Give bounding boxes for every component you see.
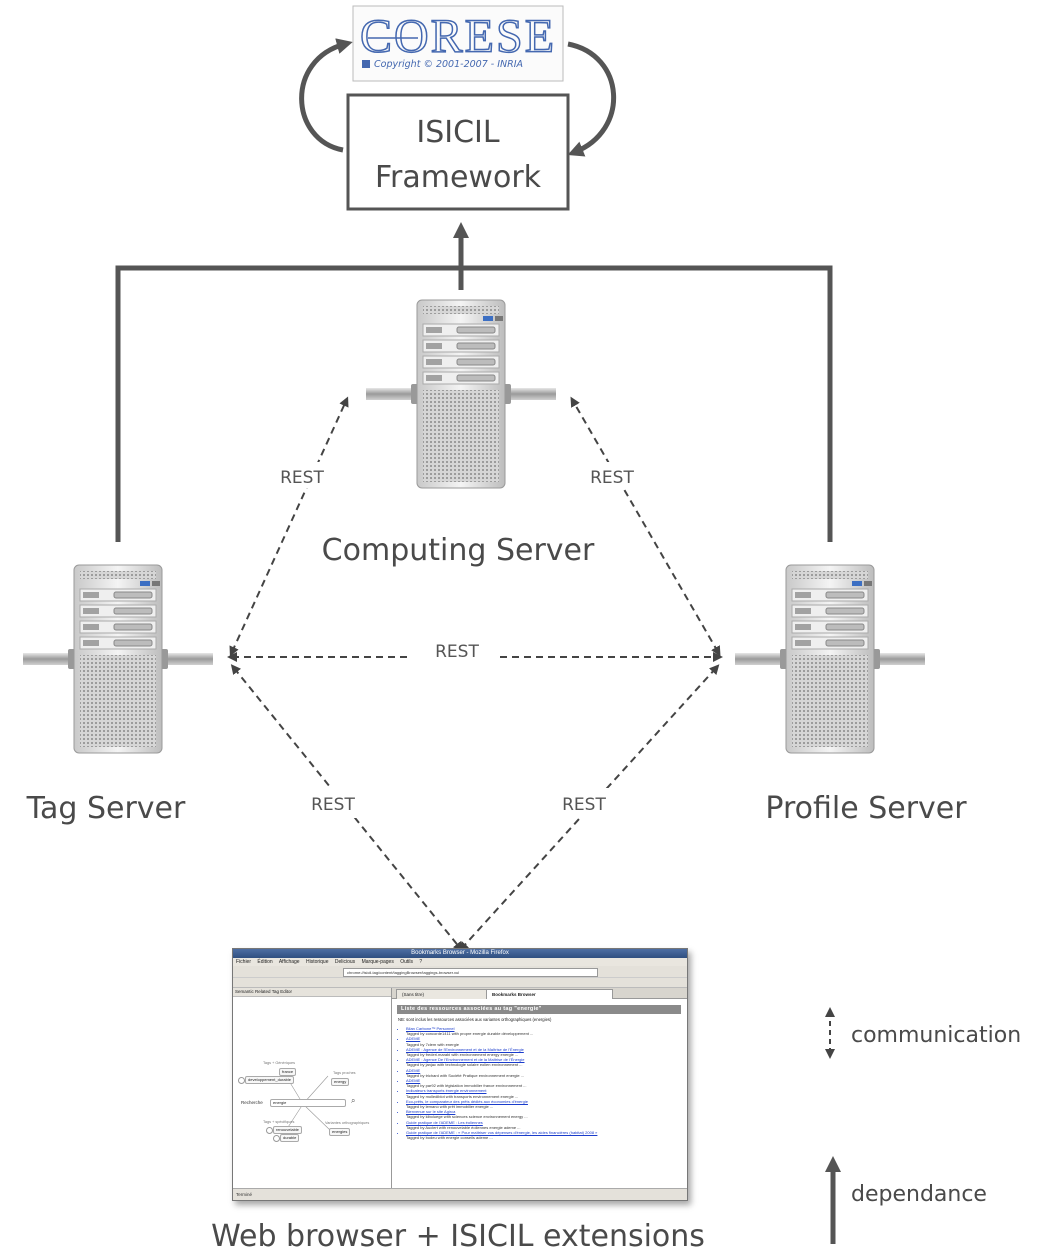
resource-tags: Tagged by Auclert with renouvelable éoli… — [406, 1124, 521, 1130]
legend-dependance-label: dependance — [851, 1182, 987, 1207]
browser-menubar: Fichier Édition Affichage Historique Del… — [233, 958, 687, 966]
computing-server-label: Computing Server — [322, 533, 595, 568]
resource-tags: Tagged by 7clem with energie — [406, 1041, 459, 1047]
resource-tags: Tagged by trichard with Société Pratique… — [406, 1072, 525, 1078]
resource-tags: Tagged by mollediblot with transports en… — [406, 1093, 519, 1099]
label-search: Recherche — [241, 1100, 263, 1105]
tag-developpement-durable[interactable]: developpement_durable — [245, 1076, 294, 1084]
tag-energy[interactable]: energy — [331, 1078, 350, 1086]
resource-link[interactable]: Eco-prêts, le comparateur des prêts dédi… — [406, 1099, 687, 1104]
rest-label-bottom-right: REST — [562, 795, 606, 815]
radio-generic[interactable] — [238, 1077, 245, 1084]
isicil-framework-box: ISICIL Framework — [346, 93, 570, 211]
resource-tags: Tagged by frederi.marabi with environnem… — [406, 1052, 519, 1058]
label-variants: Variantes orthographiques — [325, 1121, 370, 1125]
tag-editor-lines — [280, 1070, 332, 1139]
rest-arrow-profile-browser — [458, 664, 720, 952]
rest-label-bg — [274, 462, 642, 818]
resource-link[interactable]: ADEME — [406, 1078, 687, 1083]
rest-label-middle: REST — [435, 642, 479, 662]
rest-arrow-tag-computing — [229, 396, 349, 657]
rest-arrow-profile-computing — [570, 396, 721, 657]
resource-link[interactable]: Bienvenue sur le site Agirca — [406, 1109, 687, 1114]
computing-server-icon — [365, 299, 557, 489]
rest-label-bottom-left: REST — [311, 795, 355, 815]
corese-copyright: Copyright © 2001-2007 - INRIA — [374, 59, 523, 70]
rest-label-top-right: REST — [590, 468, 634, 488]
browser-caption: Web browser + ISICIL extensions — [211, 1219, 705, 1254]
dependency-line-tag — [115, 265, 833, 542]
label-related-tags: Tags proches — [333, 1071, 356, 1075]
search-tag-input[interactable]: energie — [270, 1099, 346, 1107]
rest-arrows — [227, 396, 723, 952]
resource-tags: Tagged by concorde1411 with propre energ… — [406, 1031, 534, 1037]
browser-navbar: chrome://isicil-tag/content/taggingBrows… — [233, 966, 687, 978]
tag-editor-sidebar: Semantic Related Tag Editor Tags + Génér… — [233, 988, 392, 1188]
resource-tags: Tagged by par92 with législation immobil… — [406, 1083, 527, 1089]
tag-renouvelable[interactable]: renouvelable — [273, 1126, 302, 1134]
profile-server-label: Profile Server — [765, 791, 967, 826]
resource-tags: Tagged by lemano with prêt immobilier en… — [406, 1104, 494, 1110]
resource-link[interactable]: Guide pratique de l'ADEME : « Pour maîtr… — [406, 1130, 687, 1135]
browser-statusbar: Terminé — [233, 1188, 687, 1200]
profile-server-icon — [734, 564, 926, 754]
label-generic-tags: Tags + Génériques — [263, 1061, 295, 1065]
resource-link[interactable]: ADEME — [406, 1068, 687, 1073]
tab-strip: (Sans titre) Bookmarks Browser — [392, 988, 687, 999]
menu-help[interactable]: ? — [419, 959, 423, 965]
page-heading: Liste des ressources associées au tag "e… — [397, 1005, 681, 1014]
resource-list: Bilan Carbone™ Personnel Tagged by conco… — [406, 1026, 687, 1140]
corese-logo-text: CORESE — [360, 10, 556, 63]
tag-editor-canvas: Tags + Génériques france developpement_d… — [233, 996, 391, 1188]
menu-bookmarks[interactable]: Marque-pages — [361, 959, 394, 965]
label-specific-tags: Tags + spécifiques — [263, 1120, 295, 1124]
page-note: NB: sont inclus les ressources associées… — [398, 1017, 552, 1022]
bookmarks-browser-panel: (Sans titre) Bookmarks Browser Liste des… — [392, 988, 687, 1188]
resource-tags: Tagged by kiboluege with sciences scienc… — [406, 1114, 528, 1120]
resource-tags: Tagged by bodeu with energie conseils ad… — [406, 1135, 493, 1141]
resource-link[interactable]: ADEME : Agence de l'Environnement et de … — [406, 1047, 687, 1052]
corese-cycle-arrows — [299, 38, 616, 157]
tag-server-label: Tag Server — [26, 791, 186, 826]
resource-link[interactable]: ADEME — [406, 1036, 687, 1041]
radio-specific[interactable] — [266, 1127, 273, 1134]
legend-communication-label: communication — [851, 1023, 1021, 1048]
menu-edit[interactable]: Édition — [257, 959, 273, 965]
menu-file[interactable]: Fichier — [236, 959, 252, 965]
tag-durable[interactable]: durable — [280, 1134, 300, 1142]
browser-extension-toolbar — [233, 978, 687, 988]
tag-france[interactable]: france — [279, 1068, 297, 1076]
dependency-lines — [115, 221, 833, 542]
browser-screenshot: Bookmarks Browser - Mozilla Firefox Fich… — [232, 948, 688, 1201]
menu-view[interactable]: Affichage — [278, 959, 300, 965]
corese-logo: CORESE Copyright © 2001-2007 - INRIA — [352, 5, 564, 82]
framework-line1: ISICIL — [416, 115, 500, 150]
menu-history[interactable]: Historique — [305, 959, 329, 965]
tag-energies[interactable]: energies — [329, 1128, 351, 1136]
tab-untitled[interactable]: (Sans titre) — [396, 989, 488, 999]
framework-line2: Framework — [375, 160, 542, 195]
radio-specific-2[interactable] — [273, 1135, 280, 1142]
corese-small-icon — [362, 60, 370, 68]
browser-titlebar: Bookmarks Browser - Mozilla Firefox — [233, 949, 687, 958]
sidebar-title: Semantic Related Tag Editor — [233, 988, 391, 997]
resource-link[interactable]: Bilan Carbone™ Personnel — [406, 1026, 687, 1031]
menu-tools[interactable]: Outils — [400, 959, 413, 965]
legend: communication dependance — [824, 1007, 1021, 1244]
resource-link[interactable]: Guide pratique de l'ADEME : Les éolienne… — [406, 1120, 687, 1125]
resource-link[interactable]: Indicateurs transports énergie environne… — [406, 1088, 687, 1093]
url-bar[interactable]: chrome://isicil-tag/content/taggingBrows… — [343, 968, 598, 977]
resource-link[interactable]: ADEME : Agence De l'Environnement et de … — [406, 1057, 687, 1062]
tag-server-icon — [22, 564, 214, 754]
rest-label-top-left: REST — [280, 468, 324, 488]
search-icon[interactable]: ⌕ — [351, 1096, 356, 1105]
resource-tags: Tagged by janjac with technologie solair… — [406, 1062, 523, 1068]
tab-bookmarks-browser[interactable]: Bookmarks Browser — [486, 989, 613, 999]
menu-delicious[interactable]: Delicious — [334, 959, 356, 965]
